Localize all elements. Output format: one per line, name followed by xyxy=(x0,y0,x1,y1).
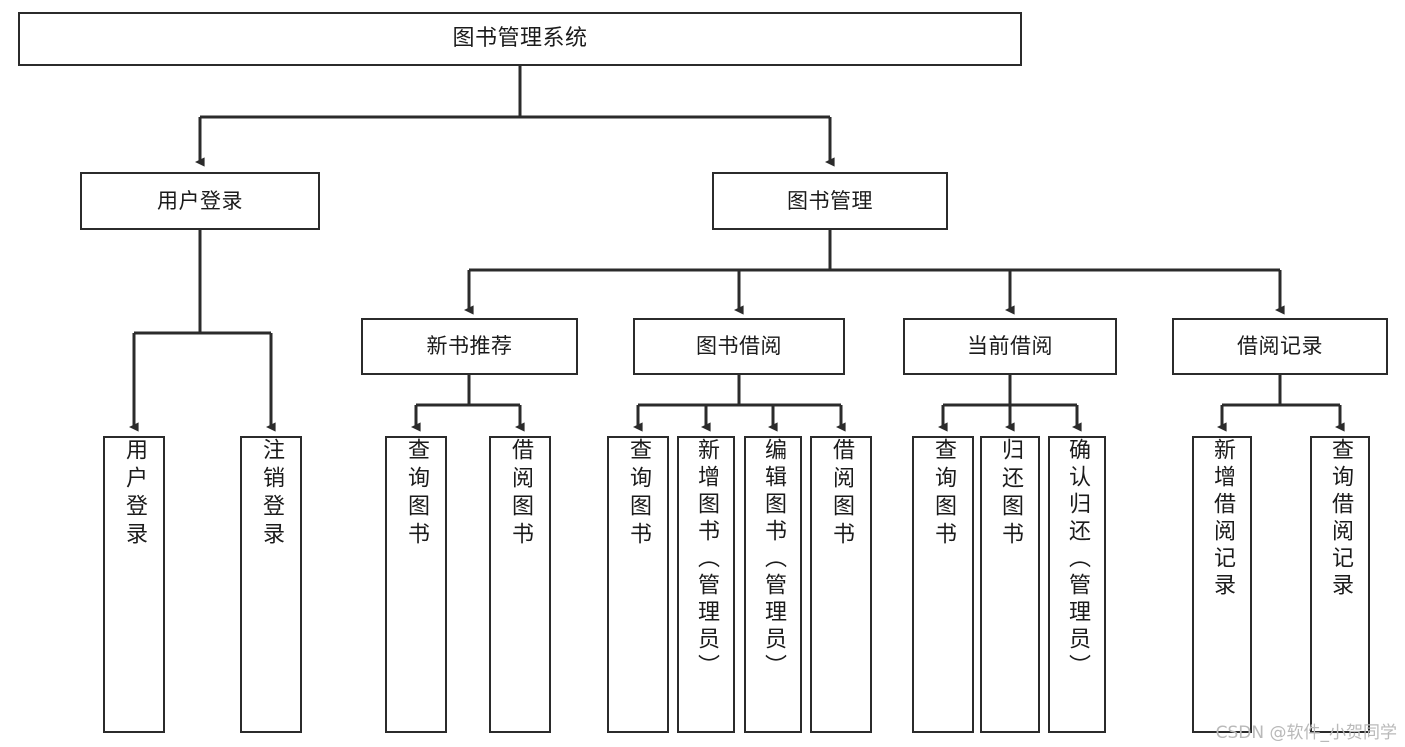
node-label: 借阅图书 xyxy=(508,438,533,550)
leaf-query-book-borrow[interactable]: 查询图书 xyxy=(607,436,669,733)
watermark: CSDN @软件_小贺同学 xyxy=(1215,723,1397,743)
leaf-confirm-return-admin[interactable]: 确认归还（管理员） xyxy=(1048,436,1106,733)
node-label: 当前借阅 xyxy=(967,334,1053,359)
node-label: 归还图书 xyxy=(998,438,1023,550)
leaf-edit-book-admin[interactable]: 编辑图书（管理员） xyxy=(744,436,802,733)
leaf-add-borrow-record[interactable]: 新增借阅记录 xyxy=(1192,436,1252,733)
node-label: 新书推荐 xyxy=(426,334,513,359)
leaf-borrow-book-recommend[interactable]: 借阅图书 xyxy=(489,436,551,733)
node-book-borrow[interactable]: 图书借阅 xyxy=(633,318,845,375)
node-label: 借阅记录 xyxy=(1237,334,1323,359)
node-new-book-recommend[interactable]: 新书推荐 xyxy=(361,318,578,375)
node-label: 查询图书 xyxy=(404,438,429,550)
node-label: 用户登录 xyxy=(157,188,243,213)
node-label: 编辑图书（管理员） xyxy=(761,438,786,681)
node-label: 借阅图书 xyxy=(829,438,854,550)
leaf-borrow-book[interactable]: 借阅图书 xyxy=(810,436,872,733)
leaf-add-book-admin[interactable]: 新增图书（管理员） xyxy=(677,436,735,733)
node-user-login[interactable]: 用户登录 xyxy=(80,172,320,230)
node-root-system[interactable]: 图书管理系统 xyxy=(18,12,1022,66)
leaf-query-book-recommend[interactable]: 查询图书 xyxy=(385,436,447,733)
node-label: 新增图书（管理员） xyxy=(694,438,719,681)
node-label: 查询图书 xyxy=(626,438,651,550)
node-label: 用户登录 xyxy=(122,438,147,550)
leaf-logout[interactable]: 注销登录 xyxy=(240,436,302,733)
leaf-query-book-current[interactable]: 查询图书 xyxy=(912,436,974,733)
leaf-user-login[interactable]: 用户登录 xyxy=(103,436,165,733)
node-label: 新增借阅记录 xyxy=(1210,438,1235,600)
node-label: 查询借阅记录 xyxy=(1328,438,1353,600)
leaf-query-borrow-record[interactable]: 查询借阅记录 xyxy=(1310,436,1370,733)
node-borrow-records[interactable]: 借阅记录 xyxy=(1172,318,1388,375)
node-book-management[interactable]: 图书管理 xyxy=(712,172,948,230)
node-label: 图书管理系统 xyxy=(452,26,588,52)
node-label: 确认归还（管理员） xyxy=(1065,438,1090,681)
node-label: 查询图书 xyxy=(931,438,956,550)
node-label: 图书管理 xyxy=(787,188,873,213)
node-current-borrow[interactable]: 当前借阅 xyxy=(903,318,1117,375)
node-label: 图书借阅 xyxy=(696,334,782,359)
node-label: 注销登录 xyxy=(259,438,284,550)
leaf-return-book[interactable]: 归还图书 xyxy=(980,436,1040,733)
